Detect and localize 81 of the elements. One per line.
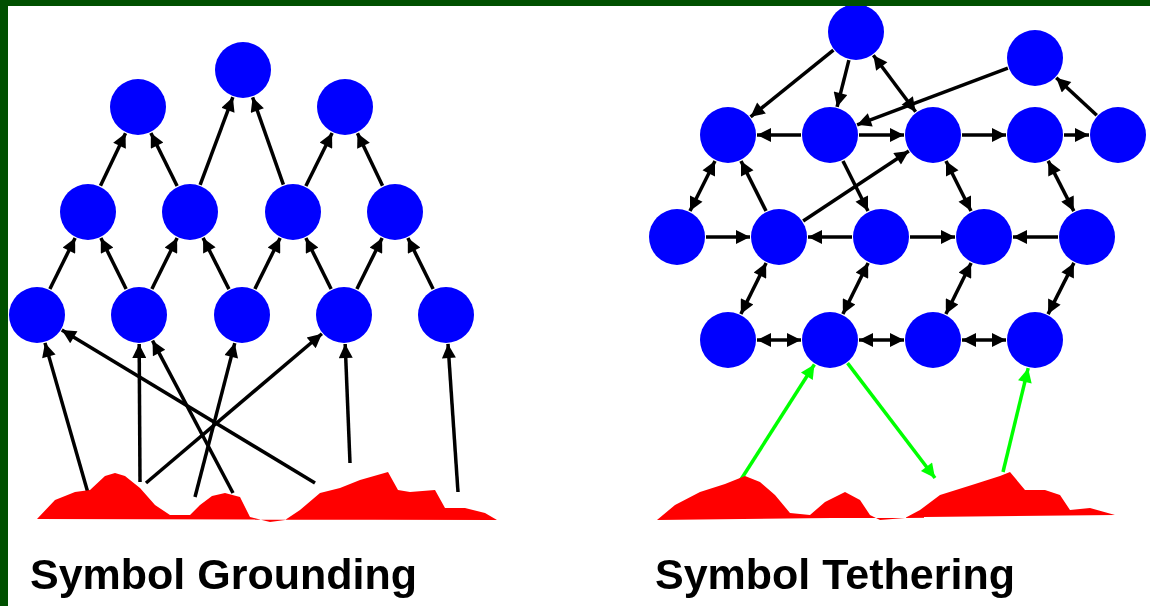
- arrow: [944, 160, 973, 212]
- arrow: [808, 230, 852, 244]
- panel-title: Symbol Grounding: [30, 550, 417, 599]
- arrow: [841, 160, 870, 212]
- arrow: [304, 237, 333, 290]
- node-circle: [956, 209, 1012, 265]
- arrow: [739, 262, 768, 315]
- arrow: [132, 344, 147, 482]
- node-circle: [828, 6, 884, 60]
- arrow: [749, 48, 835, 119]
- node-circle: [802, 312, 858, 368]
- arrow: [151, 339, 235, 494]
- terrain-shape: [37, 472, 497, 522]
- arrow: [198, 96, 235, 186]
- arrow: [253, 237, 282, 290]
- arrow: [944, 262, 973, 315]
- node-circle: [905, 312, 961, 368]
- node-circle: [60, 184, 116, 240]
- node-circle: [317, 79, 373, 135]
- arrow: [757, 128, 801, 142]
- node-circle: [9, 287, 65, 343]
- arrow: [1013, 230, 1058, 244]
- node-circle: [751, 209, 807, 265]
- panel-title: Symbol Tethering: [655, 550, 1015, 599]
- node-circle: [1059, 209, 1115, 265]
- arrow: [859, 333, 904, 347]
- arrow: [1001, 367, 1032, 473]
- arrow: [706, 230, 750, 244]
- arrow: [1046, 262, 1076, 315]
- arrow: [739, 160, 768, 212]
- arrow: [962, 128, 1006, 142]
- arrow: [150, 237, 179, 290]
- node-circle: [418, 287, 474, 343]
- node-circle: [367, 184, 423, 240]
- arrow: [355, 132, 385, 187]
- node-circle: [316, 287, 372, 343]
- arrow: [406, 237, 435, 290]
- arrow: [846, 362, 937, 480]
- arrow: [859, 128, 904, 142]
- node-circle: [110, 79, 166, 135]
- arrow: [250, 96, 286, 186]
- arrow: [1046, 160, 1076, 212]
- node-circle: [1007, 312, 1063, 368]
- node-circle: [853, 209, 909, 265]
- arrow: [841, 262, 870, 315]
- arrow: [60, 328, 316, 485]
- node-circle: [1007, 107, 1063, 163]
- node-circle: [111, 287, 167, 343]
- arrow: [910, 230, 955, 244]
- arrow: [98, 132, 128, 187]
- arrow: [962, 333, 1006, 347]
- arrow: [338, 343, 353, 464]
- terrain-shape: [657, 472, 1115, 520]
- arrow: [144, 332, 324, 485]
- arrow: [856, 66, 1009, 127]
- arrow: [441, 343, 460, 493]
- node-circle: [700, 312, 756, 368]
- node-circle: [700, 107, 756, 163]
- arrow: [833, 59, 851, 108]
- node-circle: [265, 184, 321, 240]
- arrow: [355, 237, 384, 290]
- arrow: [802, 149, 910, 223]
- node-circle: [905, 107, 961, 163]
- node-circle: [162, 184, 218, 240]
- arrow: [757, 333, 801, 347]
- arrow: [304, 132, 334, 187]
- arrow: [193, 342, 239, 498]
- arrow: [99, 237, 128, 290]
- arrow: [48, 237, 77, 290]
- arrow: [201, 237, 231, 290]
- node-circle: [214, 287, 270, 343]
- node-circle: [215, 42, 271, 98]
- arrow: [688, 160, 717, 212]
- arrow: [871, 54, 918, 113]
- node-circle: [1007, 30, 1063, 86]
- node-circle: [649, 209, 705, 265]
- arrow: [1055, 76, 1098, 117]
- node-circle: [1090, 107, 1146, 163]
- node-circle: [802, 107, 858, 163]
- arrow: [149, 132, 179, 187]
- arrow: [1064, 128, 1089, 142]
